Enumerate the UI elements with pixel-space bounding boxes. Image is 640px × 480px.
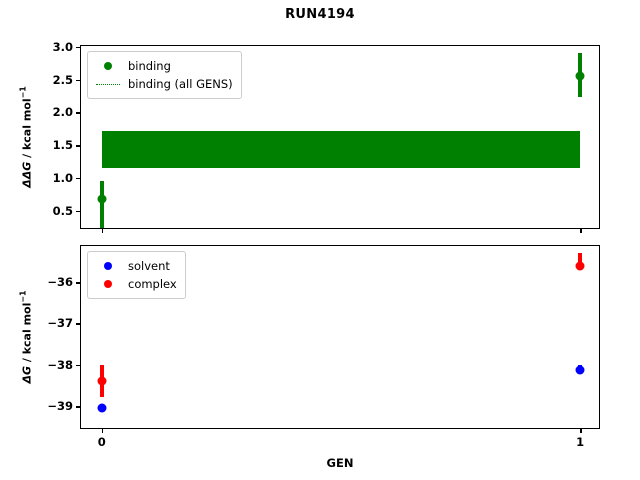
bottom-xtick-label-1: 1: [576, 435, 585, 449]
bottom-xtick-0: [101, 428, 104, 433]
top-xtick-0: [101, 228, 104, 233]
binding-errorbar-gen0: [99, 181, 104, 228]
figure-title: RUN4194: [285, 7, 355, 22]
top-axes: 3.0 2.5 2.0 1.5 1.0 0.5: [53, 40, 600, 233]
bottom-ylabel: ΔG / kcal mol−1: [18, 290, 34, 384]
legend-label-binding-all-gens: binding (all GENS): [128, 77, 233, 91]
binding-marker-gen0: [97, 194, 107, 204]
top-ytick-0.5: [76, 210, 81, 213]
top-ytick-label-1.5: 1.5: [52, 138, 73, 153]
xlabel-gen: GEN: [326, 456, 354, 470]
binding-all-gens-dotted-line: [101, 149, 581, 151]
top-legend[interactable]: binding binding (all GENS): [87, 51, 242, 99]
bottom-axes: −36 −37 −38 −39 0 1: [47, 245, 600, 449]
legend-item-complex[interactable]: complex: [95, 275, 177, 293]
solvent-marker-gen0: [97, 403, 107, 413]
top-ytick-label-3.0: 3.0: [52, 39, 73, 54]
binding-marker-icon: [95, 62, 121, 70]
top-ytick-label-0.5: 0.5: [52, 203, 73, 218]
legend-item-binding-all-gens[interactable]: binding (all GENS): [95, 75, 233, 93]
bottom-ytick-label--37: −37: [47, 316, 73, 331]
legend-label-binding: binding: [128, 59, 171, 73]
bottom-xtick-1: [580, 428, 582, 433]
legend-label-solvent: solvent: [128, 259, 170, 273]
bottom-ytick--37: [76, 323, 81, 325]
bottom-ytick-label--36: −36: [47, 275, 73, 290]
top-ytick-label-2.5: 2.5: [52, 72, 73, 87]
solvent-marker-gen1: [575, 365, 585, 375]
top-ytick-label-1.0: 1.0: [52, 170, 73, 185]
bottom-legend[interactable]: solvent complex: [87, 251, 186, 299]
top-ytick-2.0: [76, 112, 81, 114]
complex-marker-gen1: [575, 261, 585, 271]
legend-item-solvent[interactable]: solvent: [95, 257, 177, 275]
top-plot-area: [81, 46, 599, 228]
binding-marker-gen1: [575, 71, 585, 81]
dotted-line-icon: [95, 83, 121, 85]
bottom-ytick--36: [76, 282, 81, 284]
bottom-ytick-label--38: −38: [47, 357, 73, 372]
top-ytick-3.0: [76, 46, 81, 49]
bottom-plot-area: [81, 246, 599, 428]
top-ytick-1.5: [76, 145, 81, 147]
bottom-ytick--39: [76, 406, 81, 408]
complex-marker-icon: [95, 280, 121, 288]
bottom-ytick-label--39: −39: [47, 399, 73, 413]
top-xtick-1: [580, 228, 582, 233]
legend-item-binding[interactable]: binding: [95, 57, 233, 75]
legend-label-complex: complex: [128, 277, 177, 291]
solvent-marker-icon: [95, 262, 121, 270]
bottom-xtick-label-0: 0: [97, 435, 106, 449]
complex-errorbar-gen1: [578, 253, 583, 270]
top-ytick-1.0: [76, 177, 81, 180]
top-ytick-label-2.0: 2.0: [52, 105, 73, 120]
top-ytick-2.5: [76, 79, 81, 82]
complex-marker-gen0: [97, 376, 107, 386]
bottom-ytick--38: [76, 364, 81, 367]
top-ylabel: ΔΔG / kcal mol−1: [18, 86, 34, 188]
